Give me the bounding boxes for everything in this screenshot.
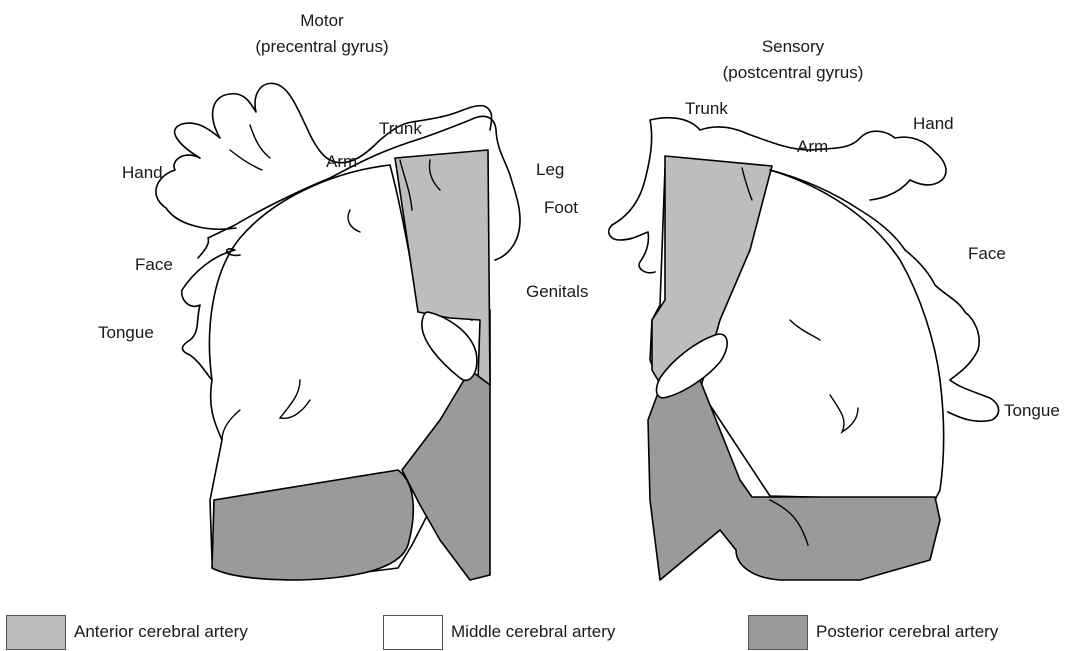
motor-title: Motor <box>300 11 344 30</box>
motor-hand-crease <box>230 125 270 170</box>
sensory-label-trunk: Trunk <box>685 99 728 118</box>
sensory-label-arm: Arm <box>797 137 828 156</box>
sensory-title: Sensory <box>762 37 825 56</box>
motor-subtitle: (precentral gyrus) <box>255 37 388 56</box>
motor-label-trunk: Trunk <box>379 119 422 138</box>
homunculus-diagram: Motor (precentral gyrus) Trunk Arm Hand … <box>0 0 1084 600</box>
legend-item-middle: Middle cerebral artery <box>383 614 615 650</box>
sensory-label-face: Face <box>968 244 1006 263</box>
motor-label-genitals: Genitals <box>526 282 588 301</box>
legend-label-anterior: Anterior cerebral artery <box>74 622 248 642</box>
legend-item-posterior: Posterior cerebral artery <box>748 614 998 650</box>
sensory-label-hand: Hand <box>913 114 954 133</box>
motor-label-tongue: Tongue <box>98 323 154 342</box>
motor-label-arm: Arm <box>326 152 357 171</box>
motor-label-face: Face <box>135 255 173 274</box>
legend-swatch-middle <box>383 615 443 650</box>
sensory-label-tongue: Tongue <box>1004 401 1060 420</box>
motor-label-hand: Hand <box>122 163 163 182</box>
legend-label-middle: Middle cerebral artery <box>451 622 615 642</box>
legend-item-anterior: Anterior cerebral artery <box>6 614 248 650</box>
legend-swatch-posterior <box>748 615 808 650</box>
legend-swatch-anterior <box>6 615 66 650</box>
motor-label-foot: Foot <box>544 198 578 217</box>
legend-label-posterior: Posterior cerebral artery <box>816 622 998 642</box>
sensory-hemisphere <box>609 118 999 580</box>
legend: Anterior cerebral artery Middle cerebral… <box>0 600 1084 651</box>
sensory-subtitle: (postcentral gyrus) <box>723 63 864 82</box>
motor-label-leg: Leg <box>536 160 564 179</box>
